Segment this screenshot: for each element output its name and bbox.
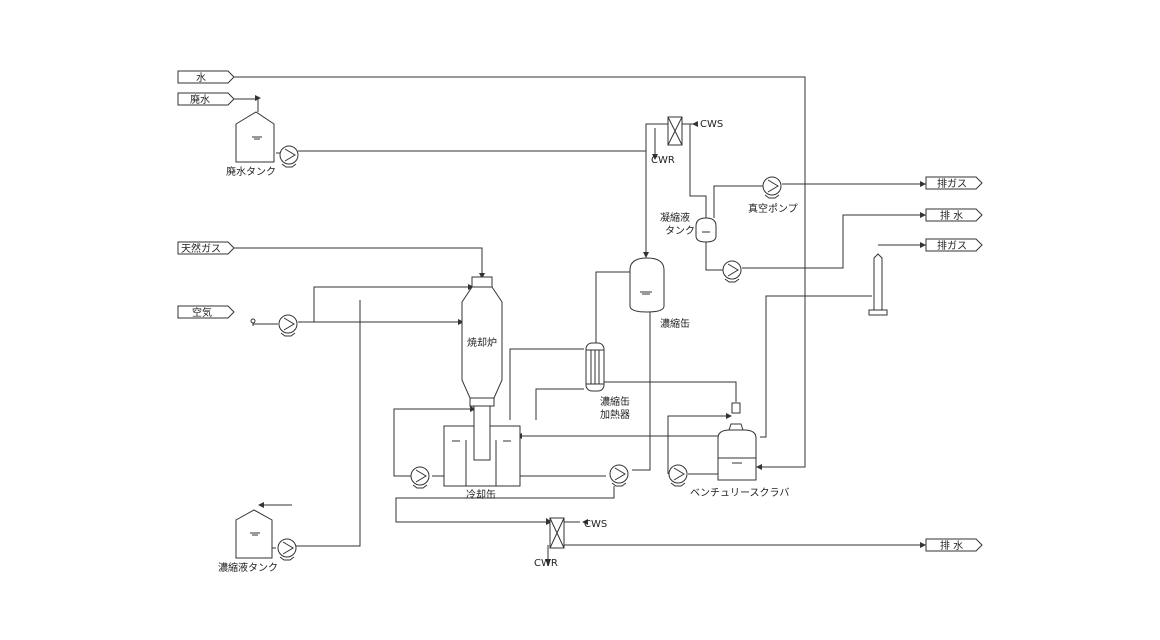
air-blower[interactable]: [278, 314, 298, 337]
stream-tag-natural-gas[interactable]: 天然ガス: [177, 241, 235, 255]
concentrator-heater[interactable]: 濃縮缶 加熱器: [585, 342, 630, 421]
label-cwr-top: CWR: [651, 155, 675, 166]
label-vacuum-pump: 真空ポンプ: [748, 202, 798, 215]
condenser-bottom[interactable]: CWS CWR: [534, 517, 607, 569]
scrubber-pump[interactable]: [668, 464, 688, 487]
label-condensate-tank-line1: 凝縮液: [660, 211, 690, 224]
stream-tag-exhaust-gas-1[interactable]: 排ガス: [925, 176, 983, 190]
label-concentrator: 濃縮缶: [660, 317, 690, 330]
vacuum-pump[interactable]: 真空ポンプ: [748, 176, 798, 215]
label-concentrate-tank: 濃縮液タンク: [218, 561, 278, 574]
stream-label-drain-2: 排 水: [940, 539, 963, 552]
label-heater-line1: 濃縮缶: [600, 395, 630, 408]
label-heater-line2: 加熱器: [600, 408, 630, 421]
stream-tag-drain-2[interactable]: 排 水: [925, 538, 983, 552]
stream-label-air: 空気: [192, 306, 212, 319]
stream-label-exhaust-gas-2: 排ガス: [937, 239, 967, 252]
label-condensate-tank-line2: タンク: [665, 225, 695, 237]
condenser-top[interactable]: CWS CWR: [651, 116, 723, 166]
concentrate-pump[interactable]: [277, 538, 297, 561]
condensate-pump[interactable]: [722, 260, 742, 283]
condensate-tank[interactable]: 凝縮液 タンク: [660, 211, 717, 243]
stream-tag-air[interactable]: 空気: [177, 305, 235, 319]
incinerator[interactable]: 焼却炉: [461, 276, 503, 407]
stream-label-drain-1: 排 水: [940, 209, 963, 222]
stream-tag-exhaust-gas-2[interactable]: 排ガス: [925, 238, 983, 252]
quench-pump-left[interactable]: [410, 466, 430, 489]
waste-water-tank[interactable]: 廃水タンク: [226, 111, 276, 178]
stream-label-water: 水: [196, 72, 206, 84]
quench-pump-right[interactable]: [609, 464, 629, 487]
stream-tag-water[interactable]: 水: [177, 70, 235, 84]
label-quench-tank: 冷却缶: [466, 488, 496, 501]
label-cws-top: CWS: [700, 119, 723, 130]
concentrate-tank[interactable]: 濃縮液タンク: [218, 509, 278, 574]
flow-arrows: [255, 95, 926, 565]
stream-tag-drain-1[interactable]: 排 水: [925, 208, 983, 222]
label-waste-water-tank: 廃水タンク: [226, 165, 276, 178]
label-incinerator: 焼却炉: [467, 337, 497, 349]
label-cws-bottom: CWS: [584, 519, 607, 530]
concentrator[interactable]: 濃縮缶: [629, 257, 690, 330]
stream-tag-waste-water[interactable]: 廃水: [177, 92, 235, 106]
label-cwr-bottom: CWR: [534, 558, 558, 569]
stream-label-natural-gas: 天然ガス: [181, 242, 221, 255]
stream-label-waste-water: 廃水: [190, 93, 210, 106]
stream-label-exhaust-gas-1: 排ガス: [937, 177, 967, 190]
waste-water-pump[interactable]: [279, 145, 299, 168]
label-venturi-scrubber: ベンチュリースクラバ: [690, 487, 789, 499]
process-lines: [234, 76, 926, 560]
venturi-scrubber[interactable]: ベンチュリースクラバ: [690, 402, 789, 499]
quench-tank[interactable]: 冷却缶: [443, 405, 521, 501]
exhaust-stack[interactable]: [868, 253, 888, 316]
air-inlet-valve[interactable]: [250, 318, 256, 326]
